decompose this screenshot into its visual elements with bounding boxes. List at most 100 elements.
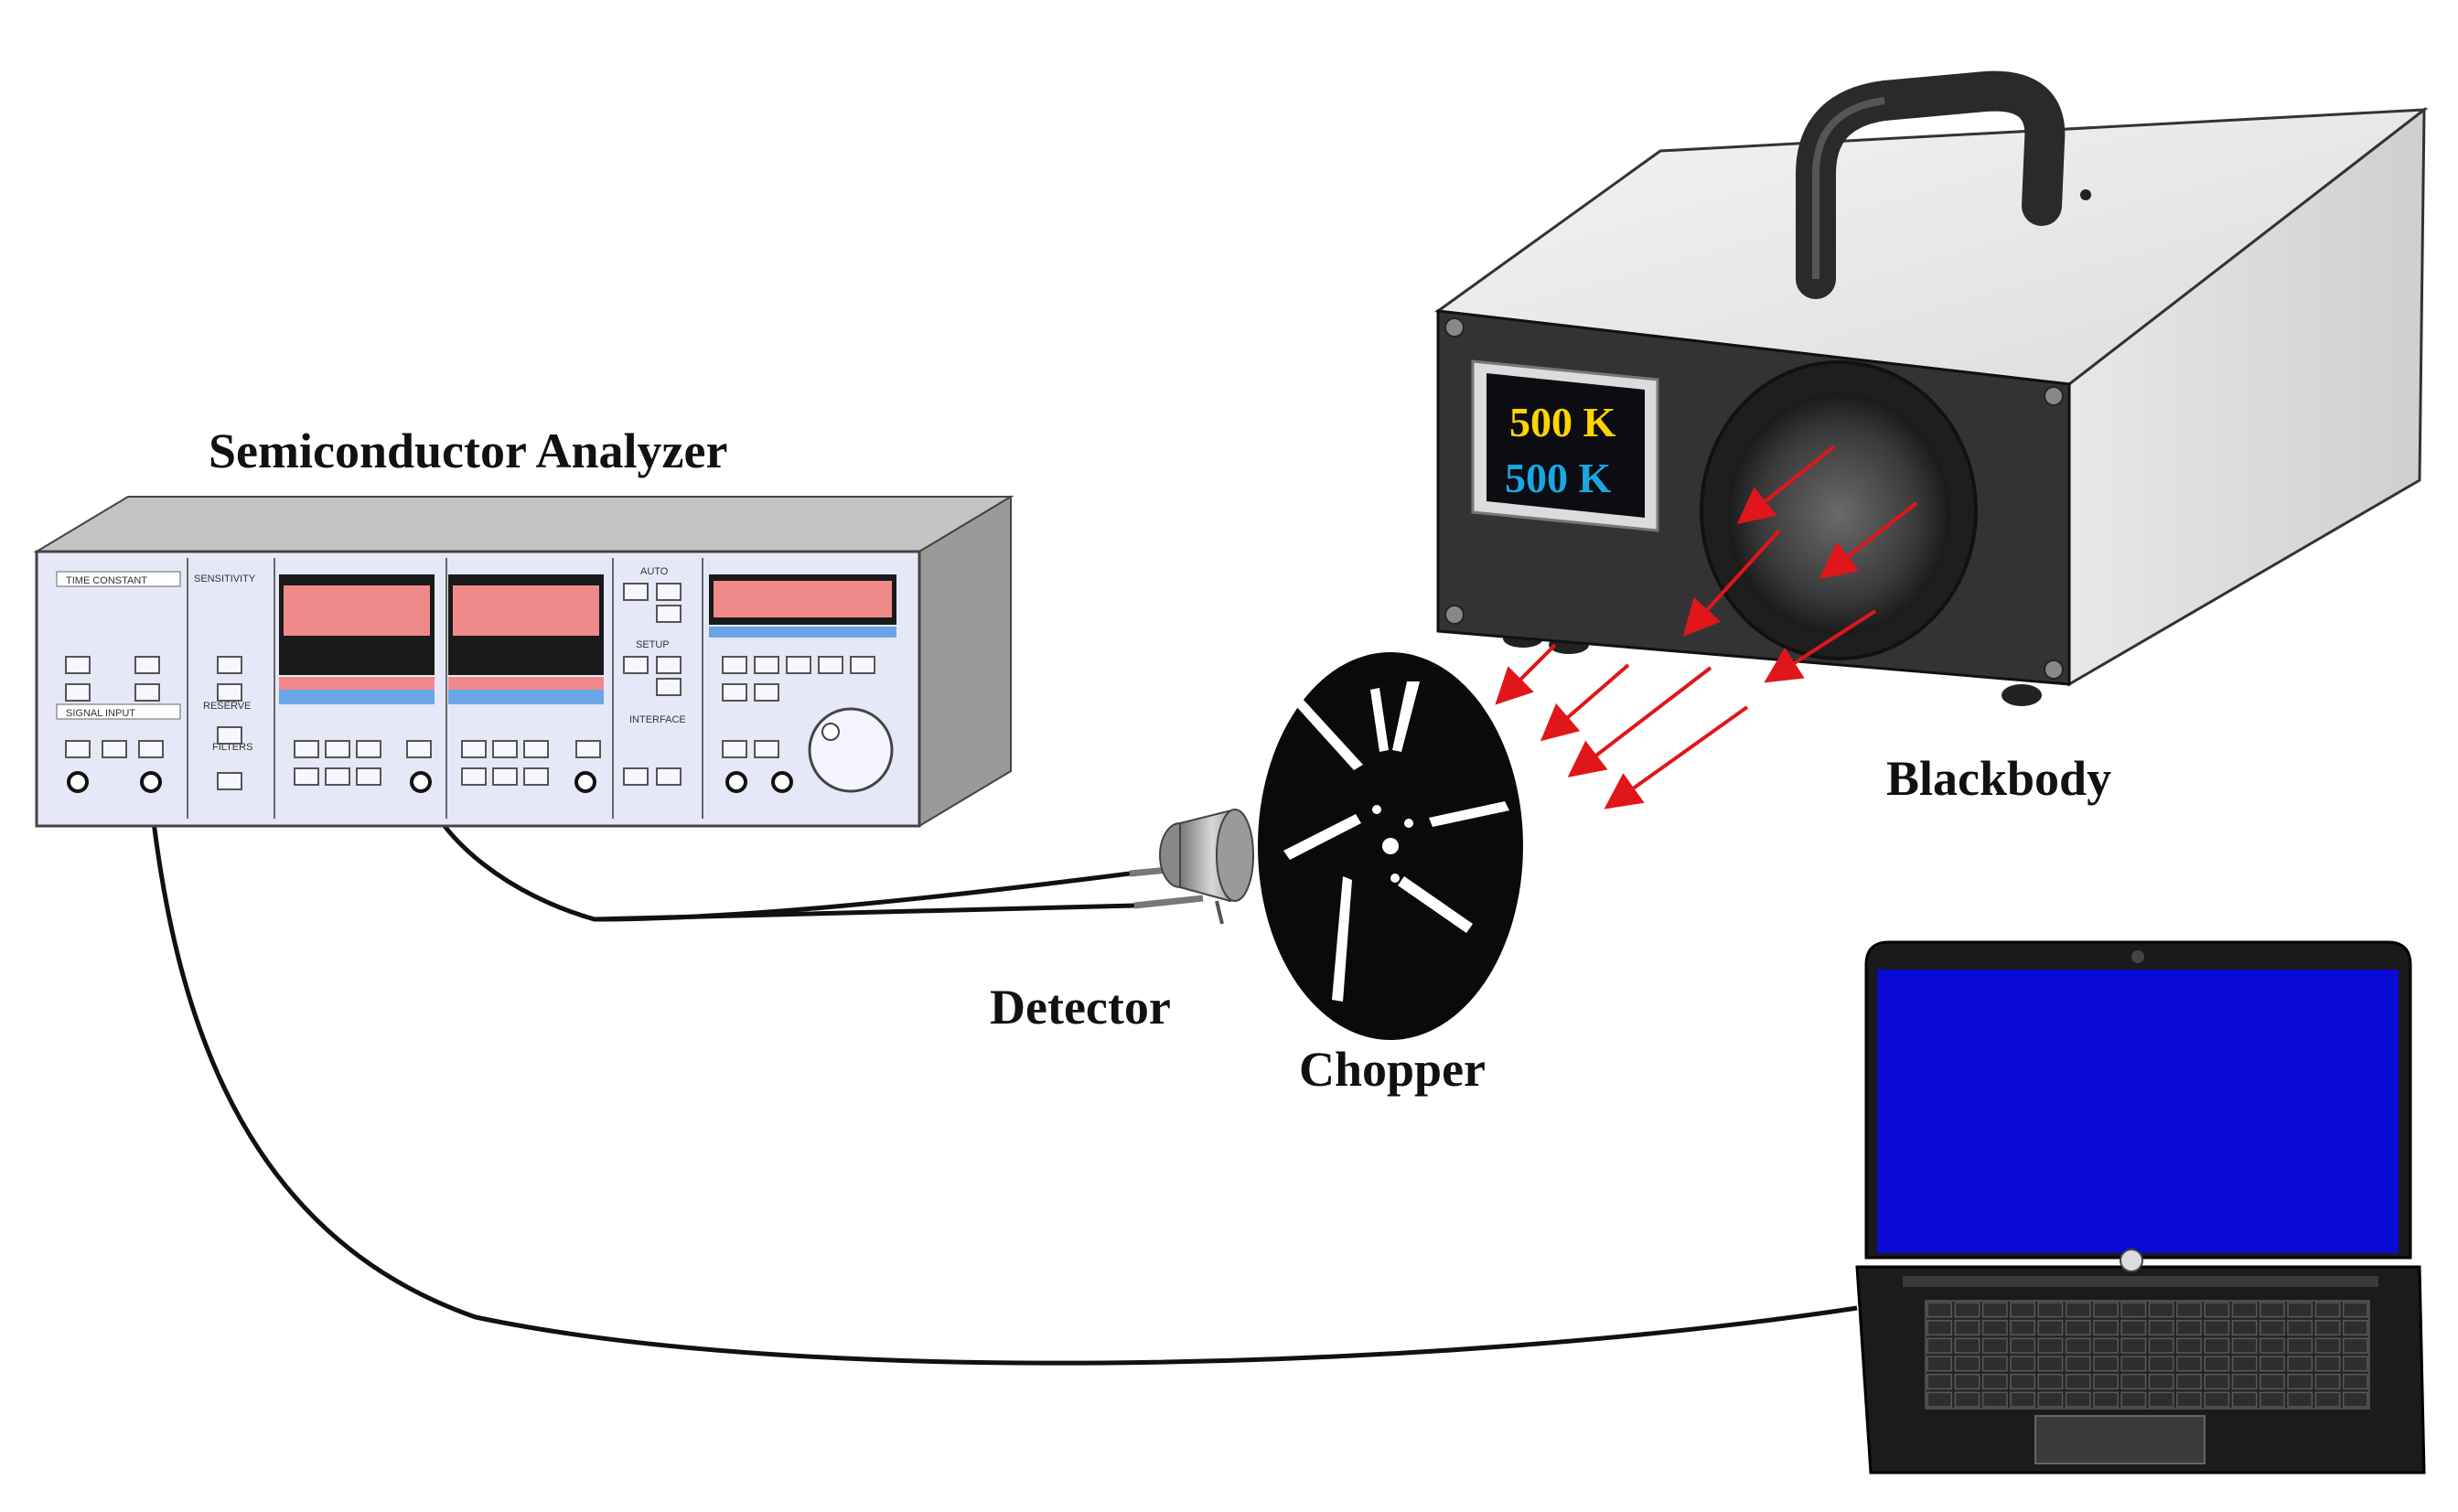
keyboard-key [1954, 1391, 1980, 1408]
keyboard-key [2287, 1391, 2313, 1408]
label-blackbody: Blackbody [1886, 751, 2112, 806]
keyboard-key [2204, 1373, 2230, 1390]
keyboard-key [2231, 1319, 2258, 1336]
keyboard-key [1927, 1356, 1953, 1372]
analyzer-display-1 [279, 574, 435, 704]
keyboard-key [2010, 1337, 2035, 1354]
keyboard-key [2259, 1373, 2285, 1390]
keyboard-key [2287, 1302, 2313, 1318]
keyboard-key [2176, 1337, 2202, 1354]
keyboard-key [2093, 1302, 2119, 1318]
keyboard-key [2065, 1356, 2091, 1372]
keyboard-key [2176, 1302, 2202, 1318]
keyboard-key [2342, 1391, 2368, 1408]
keyboard-key [2314, 1302, 2341, 1318]
label-signal-input: SIGNAL INPUT [66, 708, 135, 719]
analyzer-connectors [67, 771, 793, 793]
display-temperature-1: 500 K [1509, 399, 1616, 445]
keyboard-key [1954, 1337, 1980, 1354]
analyzer-display-2 [448, 574, 604, 704]
keyboard-key [2093, 1319, 2119, 1336]
keyboard-key [1927, 1337, 1953, 1354]
keyboard-key [2010, 1302, 2035, 1318]
label-semiconductor-analyzer: Semiconductor Analyzer [209, 424, 728, 478]
keyboard-key [2093, 1373, 2119, 1390]
keyboard-key [2314, 1373, 2341, 1390]
analyzer-buttons [65, 583, 875, 790]
keyboard-key [2065, 1319, 2091, 1336]
keyboard-key [2120, 1319, 2147, 1336]
keyboard-key [2065, 1391, 2091, 1408]
keyboard-key [2037, 1391, 2064, 1408]
keyboard-key [1954, 1373, 1980, 1390]
keyboard-key [2037, 1373, 2064, 1390]
keyboard-key [2259, 1391, 2285, 1408]
keyboard-key [2342, 1356, 2368, 1372]
keyboard-key [1927, 1373, 1953, 1390]
analyzer-display-3 [709, 574, 896, 638]
keyboard-key [2314, 1319, 2341, 1336]
keyboard-key [1927, 1319, 1953, 1336]
label-sensitivity: SENSITIVITY [194, 574, 256, 584]
cables [148, 781, 1858, 1366]
keyboard-key [2314, 1337, 2341, 1354]
keyboard-key [2176, 1391, 2202, 1408]
label-detector: Detector [990, 980, 1171, 1035]
analyzer-top [33, 496, 1014, 552]
keyboard-key [1981, 1373, 2008, 1390]
keyboard-key [2148, 1391, 2174, 1408]
keyboard-key [2204, 1319, 2230, 1336]
label-interface: INTERFACE [629, 714, 686, 725]
keyboard-key [2204, 1302, 2230, 1318]
label-auto: AUTO [640, 566, 669, 577]
keyboard-key [2259, 1356, 2285, 1372]
keyboard-key [2287, 1319, 2313, 1336]
keyboard-key [2148, 1373, 2174, 1390]
keyboard-key [1981, 1302, 2008, 1318]
keyboard-key [2120, 1356, 2147, 1372]
radiation-arrows [1495, 445, 1918, 810]
keyboard-key [1954, 1302, 1980, 1318]
laptop-touchpad [2034, 1415, 2206, 1464]
display-temperature-2: 500 K [1505, 455, 1612, 501]
label-time-constant: TIME CONSTANT [66, 575, 147, 586]
keyboard-key [2037, 1319, 2064, 1336]
keyboard-key [2065, 1302, 2091, 1318]
keyboard-key [2120, 1337, 2147, 1354]
keyboard-key [2342, 1337, 2368, 1354]
analyzer-knob [808, 707, 894, 793]
semiconductor-analyzer: TIME CONSTANT SENSITIVITY RESERVE FILTER… [33, 495, 1014, 828]
keyboard-key [2148, 1356, 2174, 1372]
keyboard-key [2010, 1356, 2035, 1372]
keyboard-key [2148, 1319, 2174, 1336]
keyboard-key [2120, 1373, 2147, 1390]
keyboard-key [1981, 1337, 2008, 1354]
keyboard-key [2037, 1302, 2064, 1318]
cable-analyzer-to-laptop [148, 798, 1858, 1366]
keyboard-key [2010, 1391, 2035, 1408]
keyboard-key [2231, 1391, 2258, 1408]
label-reserve: RESERVE [203, 701, 251, 712]
keyboard-key [2093, 1356, 2119, 1372]
cable-analyzer-to-detector-2 [594, 903, 1135, 922]
keyboard-key [2259, 1337, 2285, 1354]
keyboard-key [2148, 1302, 2174, 1318]
blackbody-handle [1796, 70, 2066, 299]
keyboard-key [2120, 1302, 2147, 1318]
keyboard-key [1981, 1319, 2008, 1336]
keyboard-key [2259, 1302, 2285, 1318]
blackbody-source: 500 K 500 K [1433, 70, 2429, 706]
label-setup: SETUP [636, 639, 670, 650]
keyboard-key [2231, 1337, 2258, 1354]
blackbody-aperture [1700, 360, 1978, 660]
keyboard-key [2342, 1319, 2368, 1336]
keyboard-key [1927, 1302, 1953, 1318]
keyboard-key [2148, 1337, 2174, 1354]
keyboard-key [2176, 1356, 2202, 1372]
keyboard-key [2231, 1373, 2258, 1390]
keyboard-key [2342, 1373, 2368, 1390]
laptop-screen [1877, 970, 2399, 1253]
laptop-keyboard [1925, 1300, 2370, 1410]
keyboard-key [2010, 1373, 2035, 1390]
keyboard-key [2037, 1356, 2064, 1372]
